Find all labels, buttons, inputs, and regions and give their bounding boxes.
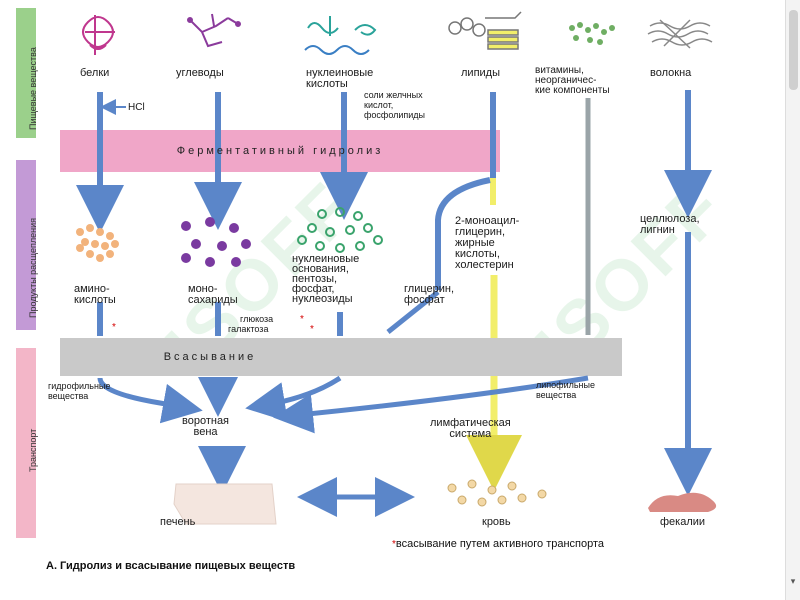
star-galactose: * [310, 324, 314, 335]
label-lipophilic: липофильные вещества [536, 380, 595, 400]
label-mono: моно- сахариды [188, 283, 238, 306]
label-blood: кровь [482, 516, 511, 528]
label-carbs: углеводы [176, 67, 224, 79]
label-liver: печень [160, 516, 196, 528]
footnote: *всасывание путем активного транспорта [392, 538, 605, 550]
label-feces: фекалии [660, 516, 706, 528]
label-hydrophilic: гидрофильные вещества [48, 381, 111, 401]
section-bar-food [16, 8, 36, 138]
label-galactose: галактоза [228, 324, 269, 334]
arrow-glycerol [435, 177, 491, 290]
label-glycerol: глицерин, фосфат [404, 283, 455, 306]
label-lymph: лимфатическая система [430, 417, 511, 440]
carbohydrate-icon [187, 13, 241, 48]
arrow-to-portal-3 [245, 375, 342, 422]
label-hcl: HCl [128, 102, 145, 113]
absorption-label: Всасывание [163, 351, 257, 363]
lipid-icon [448, 11, 522, 50]
label-monoacyl: 2-моноацил- глицерин, жирные кислоты, хо… [455, 215, 520, 271]
label-nucleic: нуклеиновые кислоты [306, 67, 374, 90]
scrollbar[interactable]: ▾ [785, 0, 800, 600]
vitamin-icon [569, 22, 615, 45]
nucleic-acid-icon [304, 16, 377, 55]
fiber-icon [647, 19, 713, 49]
label-cellulose: целлюлоза, лигнин [640, 213, 700, 236]
nucleobase-icon [297, 207, 383, 253]
label-nucleo: нуклеиновые основания, пентозы, фосфат, … [292, 253, 360, 305]
feces-shape [648, 492, 717, 512]
hydrolysis-label: Ферментативный гидролиз [176, 145, 384, 157]
star-mono: * [300, 314, 304, 325]
star-amino: * [112, 322, 116, 333]
label-proteins: белки [80, 67, 110, 79]
label-vitamins: витамины, неорганичес- кие компоненты [535, 65, 610, 96]
section-bar-transport [16, 348, 36, 538]
section-bar-products [16, 160, 36, 330]
label-glucose: глюкоза [240, 314, 274, 324]
blood-cells-icon [447, 479, 547, 507]
absorption-band [60, 338, 622, 376]
label-lipids: липиды [461, 67, 500, 79]
amino-acid-icon [76, 224, 119, 262]
arrow-to-portal-1 [97, 377, 203, 424]
liver-shape [173, 483, 277, 525]
monosaccharide-icon [181, 217, 251, 267]
scroll-thumb[interactable] [789, 10, 798, 90]
label-amino: амино- кислоты [74, 283, 116, 306]
arrow-glycerol-absorb [386, 290, 440, 334]
figure-caption: А. Гидролиз и всасывание пищевых веществ [46, 560, 296, 572]
arrow-to-portal-4 [273, 375, 589, 434]
scroll-down-icon[interactable]: ▾ [790, 576, 796, 586]
label-portal: воротная вена [182, 415, 230, 438]
hydrolysis-band [60, 130, 500, 172]
label-fibers: волокна [650, 67, 692, 79]
protein-icon [82, 15, 115, 55]
label-bile: соли желчных кислот, фосфолипиды [364, 90, 426, 120]
